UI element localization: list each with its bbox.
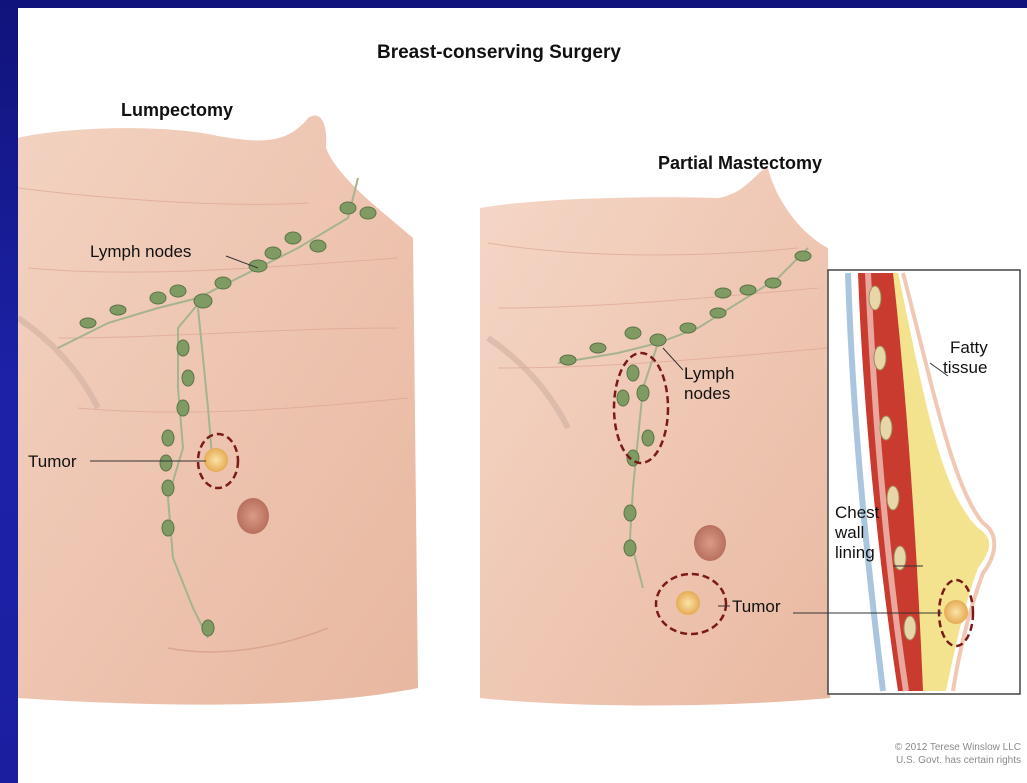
chest-wall-label-line3: lining — [835, 543, 875, 563]
diagram-panel: Breast-conserving Surgery Lumpectomy Lym… — [18, 8, 1027, 783]
partial-mastectomy-heading: Partial Mastectomy — [658, 153, 822, 174]
fatty-tissue-label-line1: Fatty — [950, 338, 988, 358]
left-nipple — [237, 498, 269, 534]
lumpectomy-heading: Lumpectomy — [121, 100, 233, 121]
chest-wall-label-line2: wall — [835, 523, 864, 543]
right-lymph-label-line2: nodes — [684, 384, 730, 404]
right-lymph-label-line1: Lymph — [684, 364, 734, 384]
diagram-title: Breast-conserving Surgery — [377, 42, 621, 64]
illustration — [18, 8, 1027, 783]
left-torso — [18, 116, 418, 705]
left-lymph-label: Lymph nodes — [90, 242, 191, 262]
right-nipple — [694, 525, 726, 561]
chest-wall-label-line1: Chest — [835, 503, 879, 523]
copyright-line1: © 2012 Terese Winslow LLC — [895, 742, 1021, 754]
fatty-tissue-label-line2: tissue — [943, 358, 987, 378]
copyright-line2: U.S. Govt. has certain rights — [896, 755, 1021, 767]
left-tumor-label: Tumor — [28, 452, 77, 472]
right-torso — [480, 168, 830, 706]
right-tumor-label: Tumor — [732, 597, 781, 617]
